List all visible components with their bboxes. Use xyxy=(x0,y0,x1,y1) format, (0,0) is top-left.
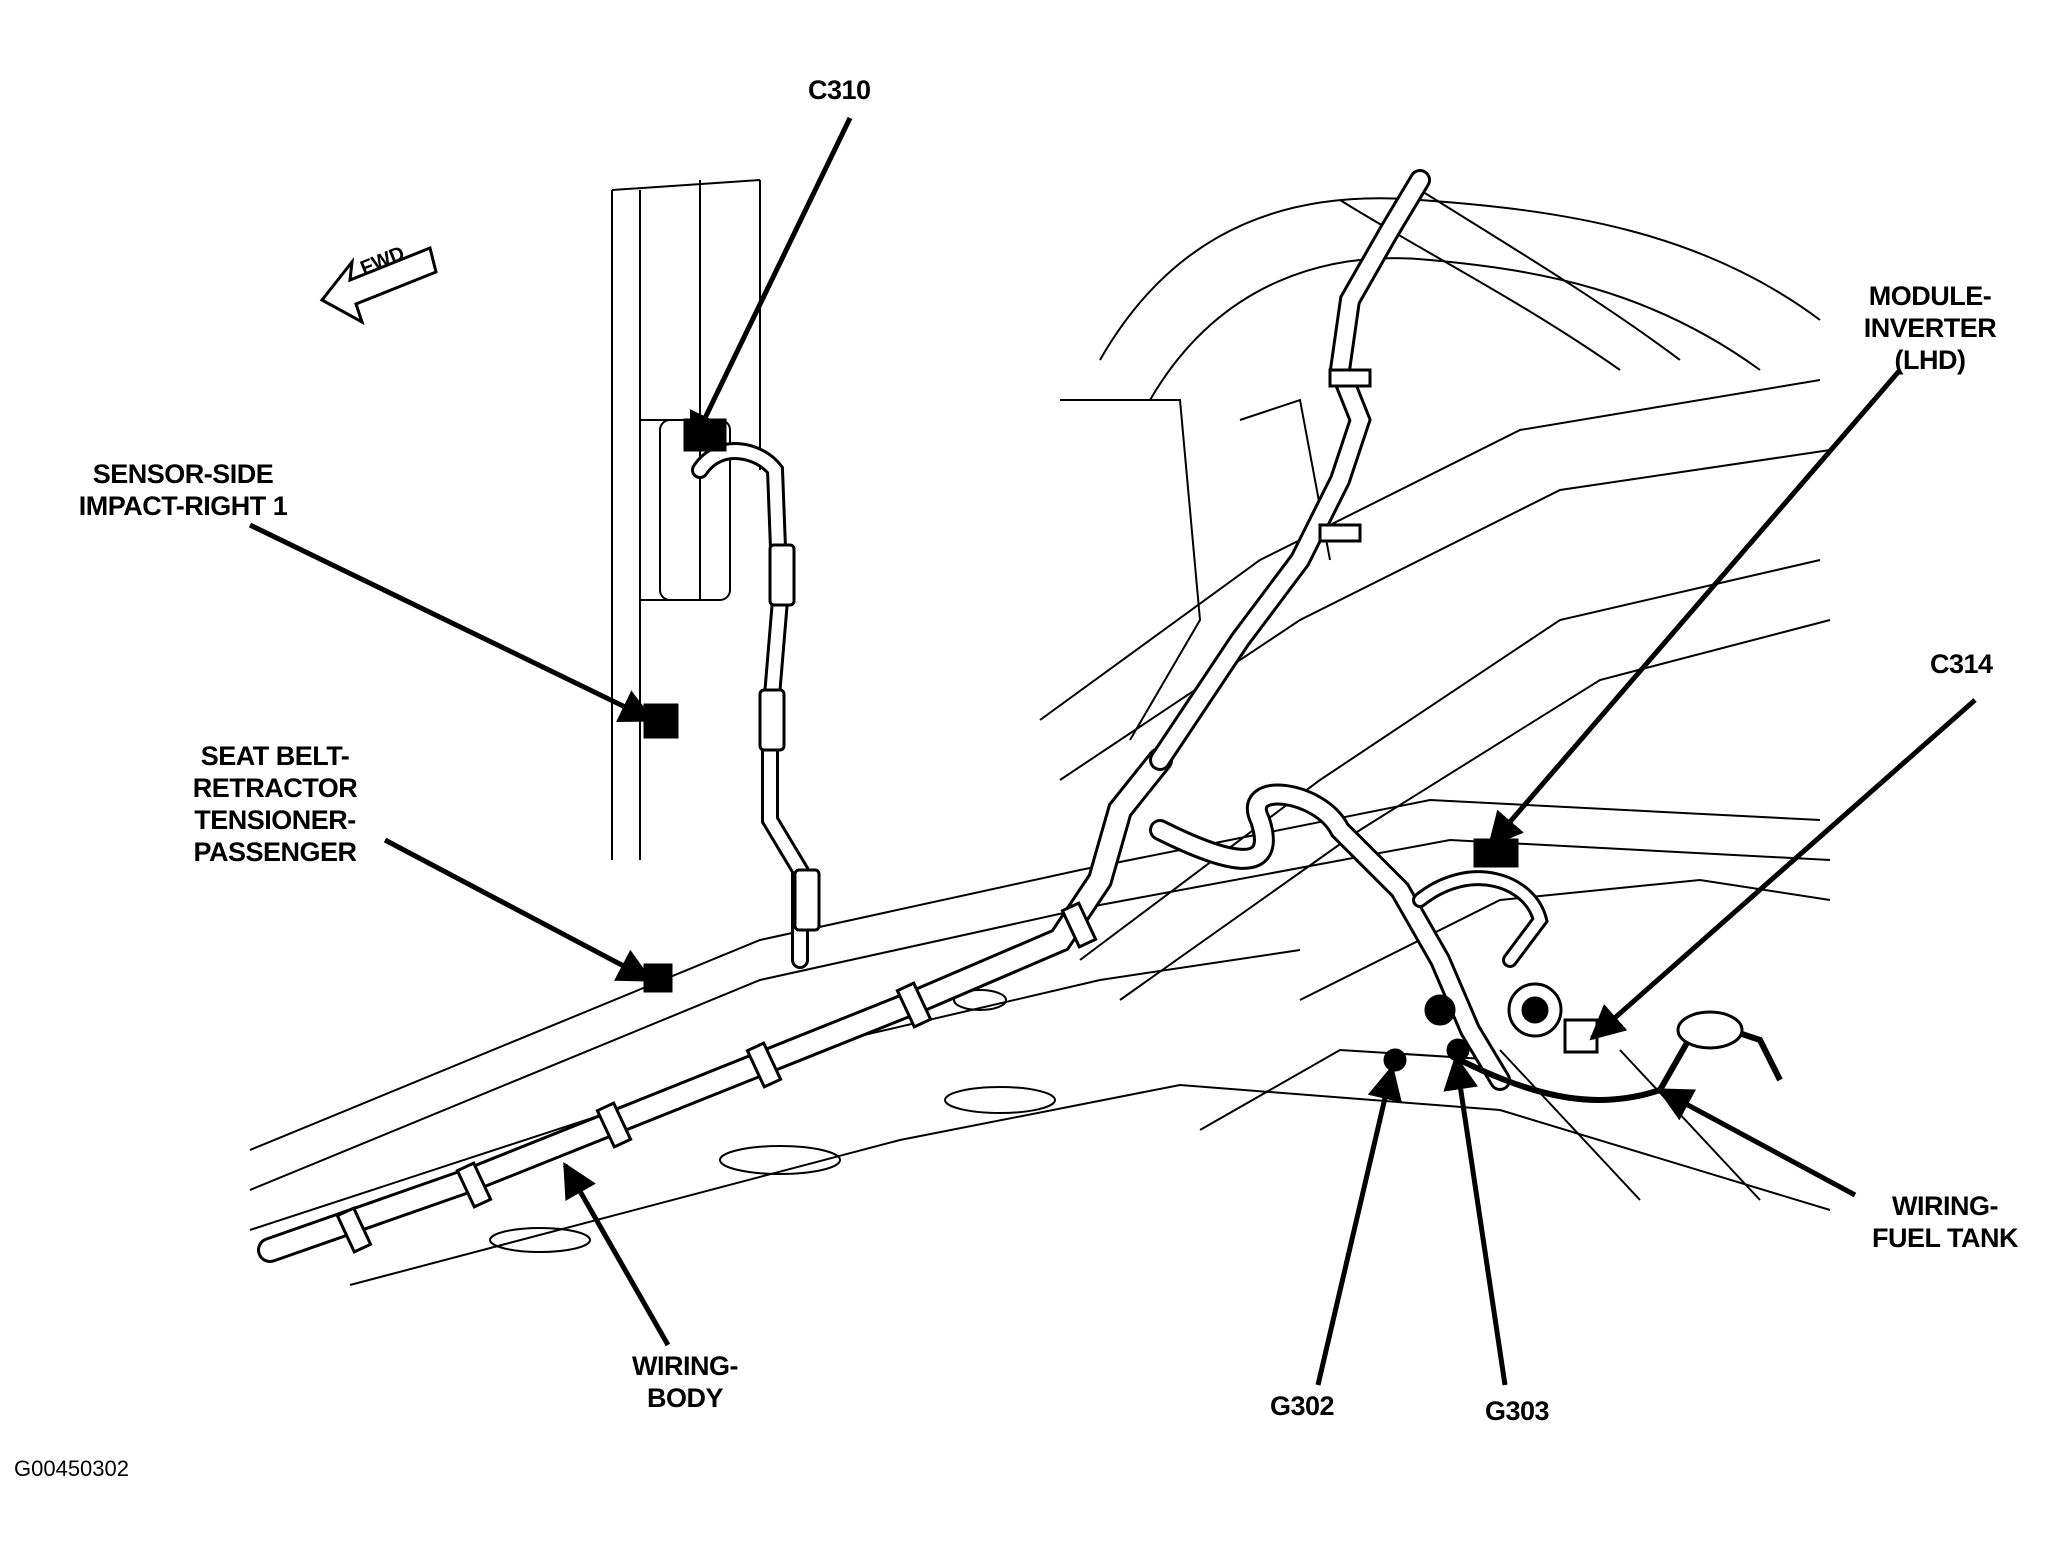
leader-g303 xyxy=(1443,1054,1508,1386)
callout-g302-line: G302 xyxy=(1270,1391,1335,1421)
callout-g303-line: G303 xyxy=(1485,1396,1550,1426)
callout-c310-line: C310 xyxy=(808,75,871,105)
callout-g302: G302 xyxy=(1270,1390,1335,1422)
b-pillar xyxy=(611,179,761,860)
callout-module-inverter: MODULE- INVERTER (LHD) xyxy=(1850,280,2010,376)
wiring-body-harness xyxy=(257,747,1173,1263)
vehicle-body-structure xyxy=(249,179,1831,1286)
floor-panel xyxy=(349,1083,1831,1286)
callout-line: WIRING- xyxy=(1892,1191,1998,1221)
callout-line: BODY xyxy=(646,1383,724,1413)
leader-wiring-body xyxy=(562,1161,671,1347)
ground-g302-bolt xyxy=(1383,1048,1407,1072)
leader-c310 xyxy=(689,116,853,449)
callout-c314: C314 xyxy=(1930,648,1993,680)
figure-id: G00450302 xyxy=(14,1456,129,1481)
callout-line: FUEL TANK xyxy=(1872,1223,2019,1253)
callout-line: MODULE- xyxy=(1868,281,1992,311)
rocker-sill xyxy=(249,798,1821,1151)
callout-line: SENSOR-SIDE xyxy=(92,459,274,489)
callout-line: IMPACT-RIGHT 1 xyxy=(78,491,288,521)
callout-sensor-side-impact: SENSOR-SIDE IMPACT-RIGHT 1 xyxy=(58,458,308,522)
callout-seat-belt-retractor: SEAT BELT- RETRACTOR TENSIONER- PASSENGE… xyxy=(170,740,380,868)
callout-g303: G303 xyxy=(1485,1395,1550,1427)
leader-g302 xyxy=(1315,1064,1402,1386)
leader-c314 xyxy=(1589,698,1977,1041)
leader-lines xyxy=(248,116,1977,1386)
callout-line: INVERTER xyxy=(1863,313,1997,343)
c310-connector xyxy=(683,418,727,452)
leader-wiring-fuel-tank xyxy=(1656,1087,1857,1198)
callout-line: PASSENGER xyxy=(193,837,357,867)
ground-g303-bolt xyxy=(1446,1038,1470,1062)
callout-line: SEAT BELT- xyxy=(200,741,350,771)
callout-line: TENSIONER- xyxy=(194,805,356,835)
wiring-harness xyxy=(257,169,1783,1263)
leader-sensor-side-impact xyxy=(248,522,656,723)
callout-line: WIRING- xyxy=(632,1351,738,1381)
leader-seat-belt-retractor xyxy=(383,837,654,983)
callout-wiring-body: WIRING- BODY xyxy=(620,1350,750,1414)
callout-line: RETRACTOR xyxy=(192,773,358,803)
inverter-connector xyxy=(1473,838,1519,868)
callout-c310: C310 xyxy=(808,74,871,106)
leader-module-inverter xyxy=(1487,368,1902,848)
wheel-arch-harness xyxy=(1149,169,1431,771)
callout-line: (LHD) xyxy=(1894,345,1966,375)
callout-c314-line: C314 xyxy=(1930,649,1993,679)
callout-wiring-fuel-tank: WIRING- FUEL TANK xyxy=(1855,1190,2035,1254)
rear-wheel-arch xyxy=(1099,197,1821,361)
forward-arrow-icon xyxy=(319,245,438,326)
